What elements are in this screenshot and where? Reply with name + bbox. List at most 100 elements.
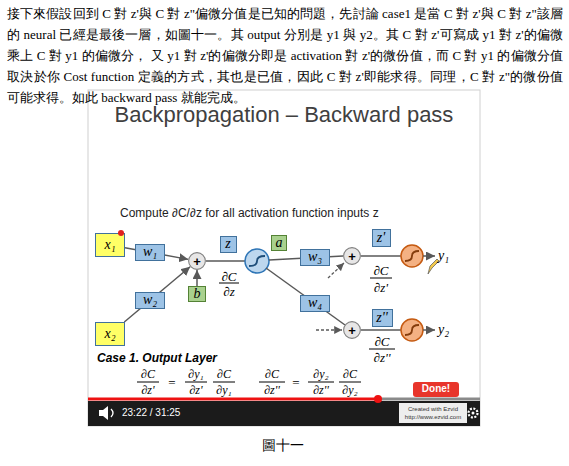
sum-node: +: [188, 252, 206, 270]
sum-circle: [344, 248, 361, 265]
fraction-bar: [259, 382, 285, 383]
sigmoid-symbol: [245, 249, 269, 273]
equation-term: ∂y₂: [313, 368, 328, 380]
equals-sign: =: [168, 376, 175, 389]
variable-box: z': [372, 229, 391, 247]
sum-node: +: [343, 247, 361, 265]
fraction-bar: [370, 278, 392, 279]
output-label: y₂: [438, 323, 449, 337]
video-time: 23:22 / 31:25: [122, 408, 180, 418]
node-text: Done!: [422, 384, 450, 394]
watermark-panel: [399, 403, 467, 423]
input-wire: [124, 267, 190, 322]
bias-box: b: [188, 286, 206, 302]
equation-term: ∂C: [217, 368, 231, 380]
sigmoid-curve: [249, 256, 265, 266]
slide-frame: [88, 90, 480, 426]
slide-subtitle: Compute ∂C/∂z for all activation functio…: [120, 207, 379, 220]
fraction-numerator: ∂C: [373, 264, 388, 277]
done-button: Done!: [413, 382, 459, 397]
output-arrow: [423, 329, 435, 331]
input-box: x₂: [95, 322, 125, 346]
node-text: +: [348, 324, 356, 337]
sigmoid-curve: [405, 325, 419, 335]
body-paragraph: 接下來假設回到 C 對 z'與 C 對 z"偏微分值是已知的問題，先討論 cas…: [7, 3, 563, 108]
fraction-denominator: ∂z'': [373, 351, 390, 364]
node-text: a: [276, 236, 283, 250]
variable-box: z'': [372, 309, 393, 327]
sigmoid-symbol: [401, 245, 423, 267]
equals-sign: =: [292, 376, 299, 389]
wire: [266, 268, 345, 325]
fraction-numerator: ∂C: [374, 335, 389, 348]
video-control-bar: [88, 401, 480, 426]
settings-icon: [469, 409, 478, 418]
node-text: b: [194, 287, 201, 301]
fraction-denominator: ∂z': [374, 281, 388, 294]
wire: [361, 329, 401, 331]
fraction-bar: [137, 382, 159, 383]
node-text: x₂: [104, 327, 115, 341]
equation-term: ∂C: [141, 368, 155, 380]
fraction-bar: [219, 283, 239, 284]
sum-node: +: [343, 321, 361, 339]
figure-caption: 圖十一: [262, 438, 304, 453]
output-label: y₁: [438, 249, 449, 263]
sigmoid-curve: [405, 251, 419, 261]
input-box: x₁: [95, 233, 125, 257]
volume-icon: [111, 409, 113, 417]
settings-icon: [472, 412, 475, 415]
fraction-bar: [185, 382, 207, 383]
node-text: z': [377, 231, 385, 245]
node-text: w₂: [143, 293, 157, 307]
equation-term: ∂y₂: [342, 384, 357, 396]
variable-box: z: [220, 236, 237, 253]
slide-title: Backpropagation – Backward pass: [115, 103, 454, 127]
volume-icon: [99, 406, 108, 420]
node-text: +: [348, 250, 356, 263]
weight-box: w₃: [300, 249, 330, 266]
weight-box: w₄: [300, 295, 330, 312]
case-heading: Case 1. Output Layer: [97, 352, 217, 364]
wire: [361, 255, 401, 257]
node-text: +: [193, 255, 201, 268]
cursor-dot: [118, 230, 124, 236]
node-text: w₁: [143, 245, 157, 259]
sum-circle: [344, 322, 361, 339]
output-arrow: [423, 255, 435, 257]
fraction-bar: [308, 382, 334, 383]
dashed-input: [316, 329, 342, 330]
activation-box: a: [271, 235, 287, 251]
equation-term: ∂y₁: [188, 368, 203, 380]
node-text: w₃: [308, 250, 322, 264]
weight-box: w₁: [135, 244, 165, 261]
node-text: z: [225, 237, 230, 251]
fraction-denominator: ∂z: [223, 285, 234, 298]
watermark: http://www.ezvid.com: [405, 414, 461, 420]
node-text: x₁: [104, 238, 115, 252]
dashed-input: [328, 263, 344, 278]
equation-term: ∂y₁: [216, 384, 231, 396]
equation-term: ∂C: [265, 368, 279, 380]
node-text: w₄: [308, 296, 322, 310]
input-wire: [196, 270, 198, 286]
equation-term: ∂z'': [313, 384, 329, 396]
progress-knob: [374, 395, 382, 403]
equation-term: ∂C: [343, 368, 357, 380]
sigmoid-symbol: [401, 319, 423, 341]
fraction-bar: [213, 382, 235, 383]
equation-term: ∂z': [141, 384, 154, 396]
pencil-cursor: [428, 259, 439, 274]
equation-term: ∂z': [189, 384, 202, 396]
wire: [206, 260, 245, 262]
fraction-bar: [369, 349, 395, 350]
weight-box: w₂: [135, 292, 165, 309]
fraction-numerator: ∂C: [221, 270, 236, 283]
sum-circle: [189, 253, 206, 270]
progress-played: [88, 398, 378, 401]
node-text: z'': [376, 311, 387, 325]
watermark: Created with Ezvid: [408, 406, 458, 412]
equation-term: ∂z'': [264, 384, 280, 396]
fraction-bar: [339, 382, 361, 383]
